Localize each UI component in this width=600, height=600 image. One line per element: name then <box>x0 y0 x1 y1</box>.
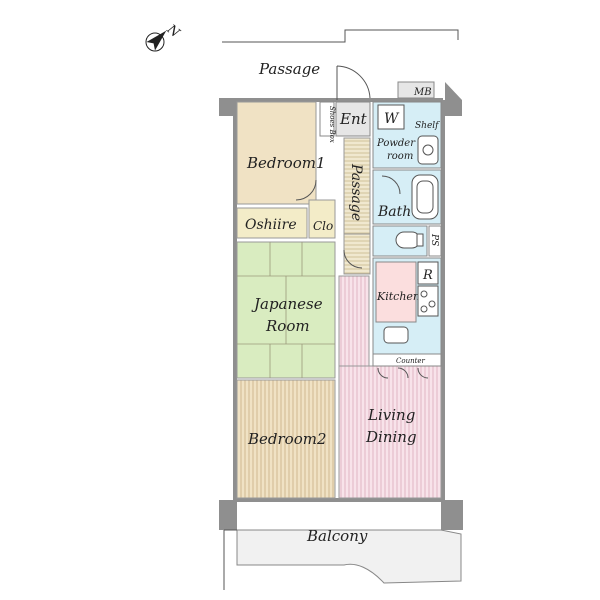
balcony-rail <box>223 529 237 590</box>
closet-area <box>308 199 336 239</box>
outer-passage-outline <box>222 29 459 43</box>
entrance-area <box>335 101 371 137</box>
wall-corner-tr <box>445 82 462 116</box>
living-label: Living <box>367 406 415 424</box>
balcony-area <box>236 529 462 584</box>
japanese-room-label-1: Japanese <box>251 295 323 313</box>
wall-top <box>233 98 443 102</box>
wall-corner-br <box>441 500 463 530</box>
washer-space <box>377 104 405 130</box>
living-folding-doors <box>377 367 429 379</box>
powder-room-label-1: Powder <box>376 138 416 149</box>
bedroom1-door <box>295 179 317 201</box>
dining-label: Dining <box>365 428 417 446</box>
wall-corner-tl <box>219 98 237 116</box>
closet-label: Clo <box>313 219 333 233</box>
wall-left <box>233 100 237 502</box>
bedroom2-area <box>236 379 336 499</box>
refrigerator-label: R <box>422 268 433 283</box>
powder-room-label-2: room <box>387 151 413 162</box>
refrigerator-space <box>417 261 439 285</box>
outside-passage-label: Passage <box>258 60 320 78</box>
stove-icon <box>417 285 439 317</box>
bathtub-inner-icon <box>416 180 434 214</box>
shoes-box-label: Shoes Box <box>328 106 336 143</box>
mb-label: MB <box>413 87 432 98</box>
balcony-label: Balcony <box>306 527 368 545</box>
shelf-label: Shelf <box>415 121 440 131</box>
living-dining-area <box>338 365 442 499</box>
ps-area <box>428 225 442 257</box>
kitchen-area <box>375 261 417 323</box>
inner-passage-area <box>343 137 371 235</box>
burner-icon <box>420 305 428 313</box>
bathtub-icon <box>411 174 439 220</box>
bath-label: Bath <box>377 204 411 220</box>
counter-area <box>372 353 442 367</box>
inner-passage-lower <box>343 233 371 275</box>
kitchen-label: Kitchen <box>376 290 420 303</box>
mb-area <box>397 81 435 99</box>
bedroom2-label: Bedroom2 <box>247 430 327 448</box>
ps-label: PS <box>429 233 439 246</box>
compass: N <box>145 21 183 52</box>
inner-passage-label: Passage <box>348 163 364 221</box>
toilet-tank-icon <box>416 233 424 247</box>
kitchen-sink-icon <box>383 326 409 344</box>
tatami-lines <box>237 242 335 378</box>
japanese-room-door <box>343 249 363 269</box>
compass-label: N <box>163 21 183 41</box>
bedroom1-area <box>236 101 317 205</box>
counter-label: Counter <box>396 357 426 365</box>
japanese-room-label-2: Room <box>265 317 310 335</box>
entrance-label: Ent <box>339 110 368 128</box>
burner-icon <box>420 290 428 298</box>
oshiire-label: Oshiire <box>245 217 297 233</box>
north-arrow-icon <box>145 30 167 52</box>
bath-door <box>381 175 401 195</box>
entrance-door <box>336 65 371 100</box>
sink-icon <box>417 135 439 165</box>
wall-right <box>441 100 445 502</box>
toilet-icon <box>395 231 421 249</box>
burner-icon <box>428 300 436 308</box>
washer-label: W <box>384 111 400 127</box>
shoes-box <box>319 101 335 137</box>
bedroom1-label: Bedroom1 <box>246 154 326 172</box>
wall-corner-bl <box>219 500 237 530</box>
wall-bottom <box>233 498 445 502</box>
sink-basin-icon <box>422 144 434 156</box>
living-dining-upper <box>338 275 370 367</box>
oshiire-area <box>236 207 308 239</box>
